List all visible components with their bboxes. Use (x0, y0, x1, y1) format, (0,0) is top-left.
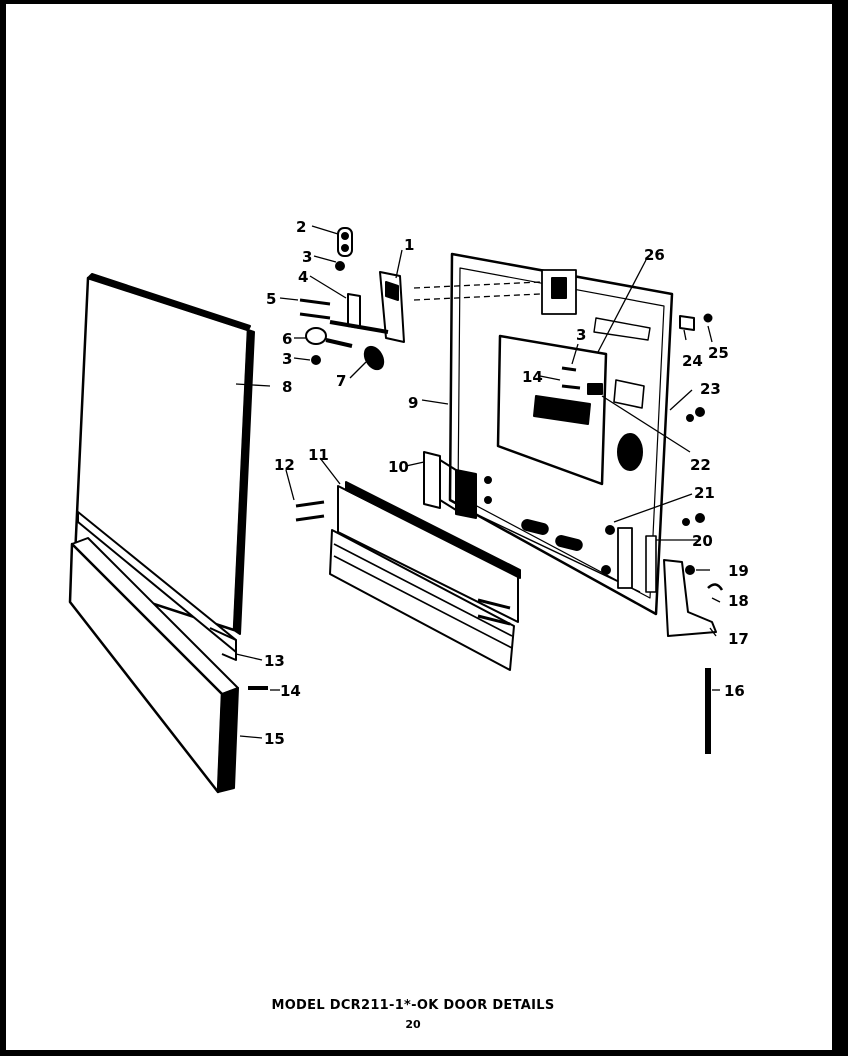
callout-20: 20 (692, 532, 713, 550)
callout-26: 26 (644, 246, 665, 264)
callout-19: 19 (728, 562, 749, 580)
callout-6: 6 (282, 330, 292, 348)
callout-17: 17 (728, 630, 749, 648)
callout-13: 13 (264, 652, 285, 670)
callout-8: 8 (282, 378, 292, 396)
callout-3-c: 3 (576, 326, 586, 344)
callout-25: 25 (708, 344, 729, 362)
callout-4: 4 (298, 268, 308, 286)
trim-strip (77, 511, 237, 661)
part-callouts: 1 2 3 3 3 4 5 6 7 8 9 10 11 12 13 14 14 … (264, 218, 749, 748)
callout-14-b: 14 (522, 368, 543, 386)
callout-16: 16 (724, 682, 745, 700)
callout-22: 22 (690, 456, 711, 474)
kick-panel (68, 537, 239, 794)
callout-2: 2 (296, 218, 306, 236)
callout-3-a: 3 (302, 248, 312, 266)
callout-7: 7 (336, 372, 346, 390)
callout-14-a: 14 (280, 682, 301, 700)
door-hinge-bracket (423, 451, 492, 519)
leader-lines (235, 225, 721, 739)
hinge-assembly (299, 227, 405, 371)
callout-5: 5 (266, 290, 276, 308)
callout-21: 21 (694, 484, 715, 502)
outer-door-panel (72, 273, 255, 635)
callout-3-b: 3 (282, 350, 292, 368)
small-fasteners (248, 313, 724, 754)
inner-door-liner (448, 252, 674, 616)
callout-10: 10 (388, 458, 409, 476)
callout-1: 1 (404, 236, 414, 254)
callout-15: 15 (264, 730, 285, 748)
callout-23: 23 (700, 380, 721, 398)
diagram-title: MODEL DCR211-1*-OK DOOR DETAILS (271, 998, 555, 1013)
callout-24: 24 (682, 352, 703, 370)
door-lower-channel (329, 481, 521, 671)
callout-12: 12 (274, 456, 295, 474)
callout-11: 11 (308, 446, 329, 464)
page-number: 20 (405, 1018, 421, 1031)
callout-9: 9 (408, 394, 418, 412)
callout-18: 18 (728, 592, 749, 610)
